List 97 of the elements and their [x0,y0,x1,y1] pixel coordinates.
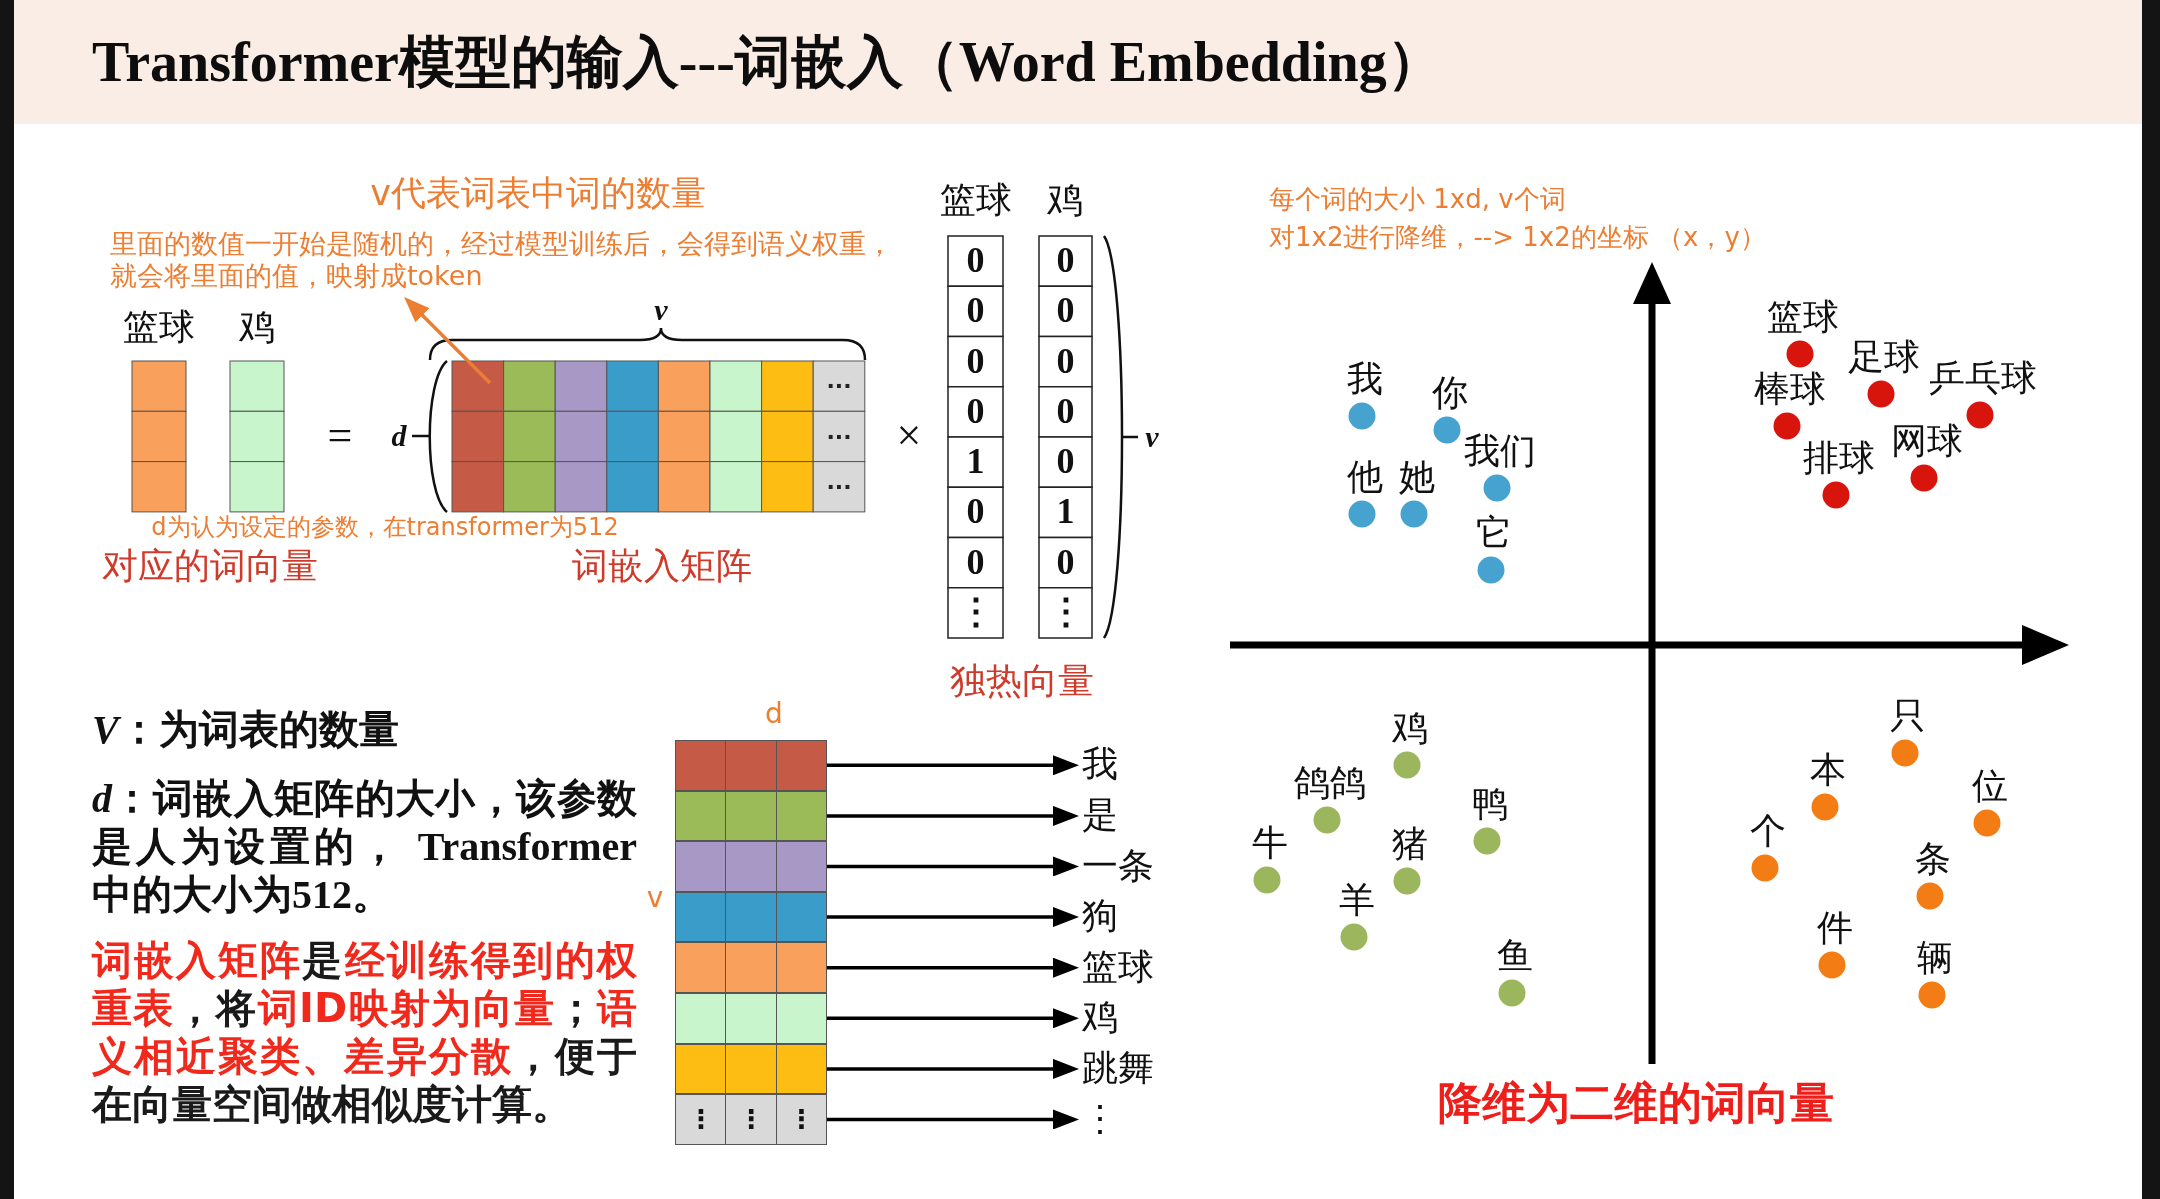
word-label: 是 [1082,795,1118,837]
point-label: 条 [1915,839,1951,881]
vector-value: 0 [966,541,985,584]
arrow [827,1058,1079,1079]
matrix-row [675,1094,827,1145]
vector-value: 0 [966,391,985,433]
point-label: 鸽鸽 [1294,763,1366,805]
point-label: 辆 [1917,938,1953,980]
dimension-label: d [765,697,783,731]
vector-value: 0 [966,491,985,534]
arrow [827,1008,1079,1029]
arrow [827,957,1079,978]
vector-value: ⋮ [1047,592,1084,634]
arrow [827,907,1079,928]
word-label: 鸡 [1047,180,1083,222]
point-label: 网球 [1891,421,1963,463]
point-label: 你 [1432,373,1468,415]
point-label: 乒乓球 [1929,358,2037,400]
multiply-sign: × [896,410,922,462]
dimension-label: v [654,292,668,328]
ellipsis: ⋮ [788,1104,815,1135]
vector-value: 0 [1056,340,1075,383]
annotation-text: 每个词的大小 1xd, v个词 [1269,185,1566,215]
matrix-row [675,841,827,892]
word-label: 我 [1082,744,1118,786]
ellipsis: ··· [826,474,852,500]
point-label: 它 [1476,513,1512,555]
caption: 对应的词向量 [102,546,318,588]
point-label: 鸭 [1472,784,1508,826]
arrow [827,755,1079,776]
vector-value: 0 [1056,290,1075,333]
point-label: 她 [1399,457,1435,499]
chart-caption: 降维为二维的词向量 [1438,1077,1834,1129]
word-label: 篮球 [1082,947,1154,989]
point-label: 本 [1810,750,1846,792]
point-label: 排球 [1803,438,1875,480]
arrow [404,296,492,385]
vector-value: ⋮ [957,592,994,634]
word-label: 一条 [1082,845,1154,888]
annotation-text: v代表词表中词的数量 [370,172,706,214]
arrow [827,805,1079,826]
point-label: 我们 [1464,431,1536,473]
caption: 词嵌入矩阵 [572,546,752,588]
word-label: 篮球 [940,180,1012,222]
word-label: 鸡 [1082,997,1118,1039]
matrix-row [675,942,827,993]
annotation-text: d为认为设定的参数，在transformer为512 [151,514,619,542]
vector-value: 0 [966,290,985,333]
point-label: 他 [1347,457,1383,499]
point-label: 鱼 [1497,936,1533,978]
definition-text: d：词嵌入矩阵的大小，该参数是人为设置的， Transformer中的大小为512。 [92,775,637,919]
vector-value: 1 [966,441,985,483]
word-label: ⋮ [1082,1098,1118,1141]
point-label: 鸡 [1392,708,1428,750]
dimension-label: v [646,881,664,915]
vector-value: 0 [966,240,985,282]
ellipsis: ··· [826,373,852,399]
word-label: 鸡 [239,307,275,349]
matrix-row [675,740,827,791]
vector-value: 1 [1056,491,1075,534]
point-label: 牛 [1252,823,1288,865]
arrow [827,856,1079,877]
point-label: 篮球 [1767,297,1839,339]
dimension-label: v [1145,419,1159,455]
ellipsis: ··· [826,424,852,450]
ellipsis: ⋮ [687,1104,714,1135]
annotation-text: 里面的数值一开始是随机的，经过模型训练后，会得到语义权重，就会将里面的值，映射成token [110,228,910,293]
matrix-row [675,1043,827,1095]
vector-value: 0 [1056,391,1075,433]
definition-text: V：为词表的数量 [92,707,399,753]
dimension-label: d [391,418,407,454]
matrix-row [675,993,827,1044]
word-label: 狗 [1082,896,1118,938]
point-label: 个 [1750,811,1786,853]
word-label: 篮球 [123,307,195,349]
point-label: 件 [1817,908,1853,950]
point-label: 棒球 [1754,369,1826,411]
vector-value: 0 [1056,541,1075,584]
arrow [827,1109,1079,1130]
matrix-row [675,891,827,943]
point-label: 猪 [1392,824,1428,866]
caption: 独热向量 [950,661,1094,703]
matrix-row [675,790,827,842]
title: Transformer模型的输入---词嵌入（Word Embedding） [92,29,1443,95]
point-label: 羊 [1339,880,1375,922]
point-label: 只 [1890,696,1926,738]
ellipsis: ⋮ [738,1104,764,1135]
equals-sign: = [327,410,353,462]
vector-value: 0 [1056,240,1075,282]
point-label: 足球 [1848,337,1920,379]
annotation-text: 对1x2进行降维，--> 1x2的坐标 （x，y） [1269,223,1766,253]
vector-value: 0 [1056,441,1075,483]
point-label: 位 [1972,766,2008,808]
description-text: 词嵌入矩阵是经训练得到的权重表，将词ID映射为向量；语义相近聚类、差异分散，便于在向量空间做相似度计算。 [92,936,637,1128]
vector-value: 0 [966,340,985,383]
word-label: 跳舞 [1082,1048,1154,1090]
point-label: 我 [1347,359,1383,401]
